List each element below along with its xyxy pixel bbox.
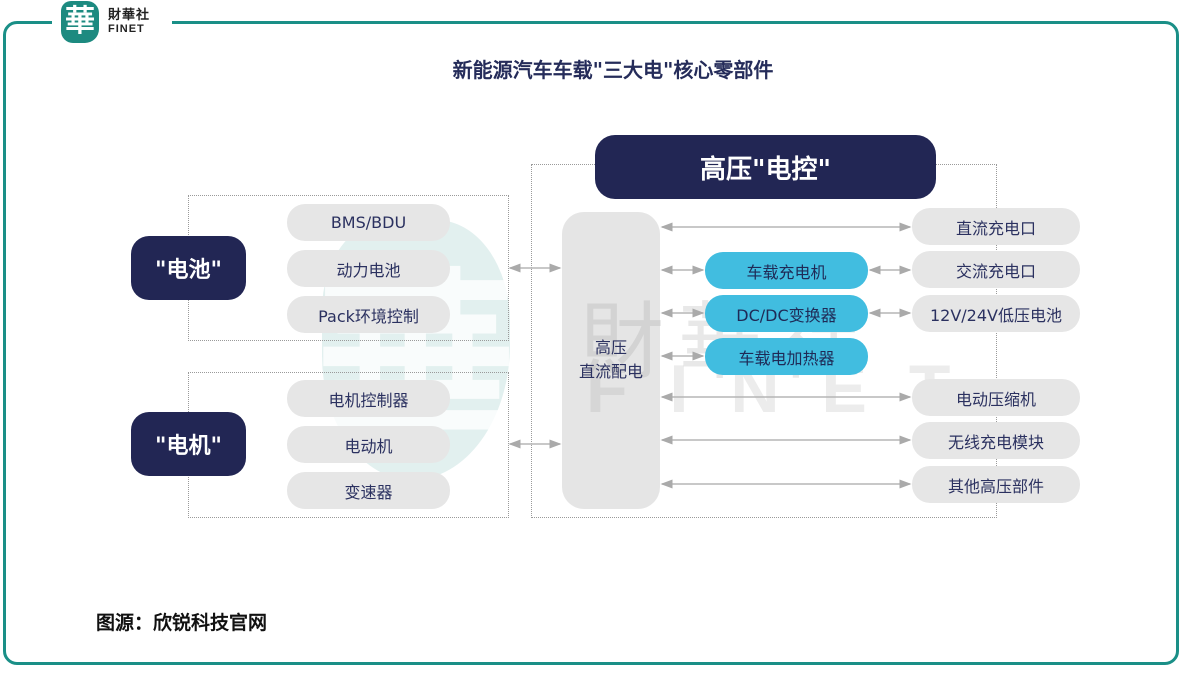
finet-logo-icon: 華 xyxy=(61,1,99,43)
control-endpoint: 12V/24V低压电池 xyxy=(912,295,1080,332)
hv-label-line2: 直流配电 xyxy=(578,362,643,381)
motor-category-label: "电机" xyxy=(131,412,246,476)
hv-label-line1: 高压 xyxy=(594,338,627,357)
battery-item: 动力电池 xyxy=(287,250,450,287)
control-endpoint: 其他高压部件 xyxy=(912,466,1080,503)
battery-item: BMS/BDU xyxy=(287,204,450,241)
hv-dc-distribution-box xyxy=(562,212,660,509)
source-caption: 图源：欣锐科技官网 xyxy=(96,612,268,634)
control-category-label: 高压"电控" xyxy=(595,135,936,199)
control-endpoint: 直流充电口 xyxy=(912,208,1080,245)
battery-category-label: "电池" xyxy=(131,236,246,300)
control-module: 车载电加热器 xyxy=(705,338,868,375)
control-module: DC/DC变换器 xyxy=(705,295,868,332)
control-endpoint: 无线充电模块 xyxy=(912,422,1080,459)
control-endpoint: 交流充电口 xyxy=(912,251,1080,288)
control-endpoint: 电动压缩机 xyxy=(912,379,1080,416)
hv-dc-distribution-label: 高压 直流配电 xyxy=(562,336,660,384)
motor-item: 变速器 xyxy=(287,472,450,509)
battery-item: Pack环境控制 xyxy=(287,296,450,333)
finet-logo: 華 財華社 FINET xyxy=(61,1,150,43)
diagram-title: 新能源汽车车载"三大电"核心零部件 xyxy=(452,58,774,82)
outer-frame xyxy=(3,21,1179,665)
motor-item: 电动机 xyxy=(287,426,450,463)
control-module: 车载充电机 xyxy=(705,252,868,289)
logo-name-cn: 財華社 xyxy=(108,8,151,23)
motor-item: 电机控制器 xyxy=(287,380,450,417)
logo-name-en: FINET xyxy=(108,23,145,35)
